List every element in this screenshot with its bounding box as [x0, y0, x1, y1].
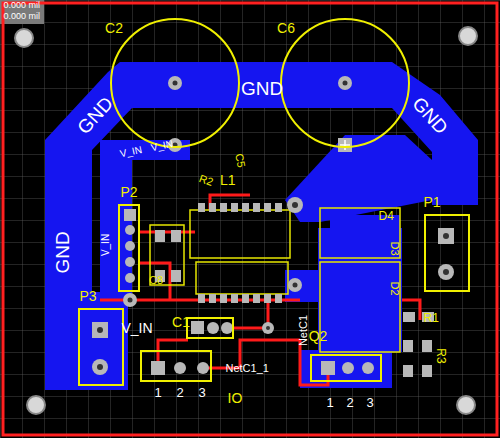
- part-name: D3: [389, 241, 400, 255]
- part-name: P2: [120, 185, 137, 199]
- part-name: R1: [424, 312, 439, 324]
- coordinate: 0.000 mil: [4, 12, 41, 21]
- connector-outline: P1: [424, 214, 470, 292]
- copper-pour: [285, 270, 321, 302]
- part-name: L1: [220, 173, 236, 187]
- capacitor-outline: C1: [186, 317, 234, 339]
- part-name: P1: [423, 195, 440, 209]
- component-outline: [150, 225, 184, 285]
- capacitor-outline: C6: [280, 18, 410, 148]
- board-outline: [3, 3, 497, 435]
- outline-shape: [280, 18, 410, 148]
- copper-pour: [285, 135, 432, 222]
- diode-outline: [320, 208, 400, 258]
- pin-number: 3: [367, 396, 374, 409]
- capacitor-outline: C2: [110, 18, 240, 148]
- part-name: P3: [79, 289, 96, 303]
- part-name: C5: [233, 152, 246, 168]
- trace: [138, 263, 170, 300]
- header-outline: IO: [140, 350, 212, 382]
- net-name: V_IN: [101, 234, 111, 256]
- gnd-pour: [45, 62, 478, 390]
- pin-number: 3: [199, 386, 206, 399]
- net-name: GND: [241, 79, 283, 98]
- ic-pads: [155, 203, 282, 303]
- part-name: IO: [228, 391, 243, 405]
- pin-number: 1: [155, 386, 162, 399]
- inductor-outline: [190, 210, 290, 258]
- trace: [138, 231, 195, 234]
- part-name: R3: [434, 348, 446, 363]
- part-name: C6: [277, 21, 295, 35]
- net-name: GND: [53, 231, 72, 273]
- transistor-outline: Q2: [310, 354, 382, 382]
- part-name: D2: [389, 281, 400, 295]
- copper-pour: [300, 350, 392, 388]
- coordinate: 0.000 mil: [4, 1, 41, 10]
- ic-outline: [196, 262, 288, 294]
- pads: [92, 76, 454, 377]
- outline-shape: [110, 18, 240, 148]
- trace: [232, 300, 268, 328]
- header-outline: P2: [118, 204, 140, 292]
- pin-number: 2: [347, 396, 354, 409]
- part-name: C8: [149, 275, 163, 286]
- part-name: C2: [105, 21, 123, 35]
- pin-number: 2: [177, 386, 184, 399]
- net-name: NetC1: [298, 314, 309, 345]
- part-name: D4: [379, 210, 394, 222]
- vin-pour: [100, 140, 190, 296]
- part-name: C1: [172, 315, 190, 329]
- traces: [100, 195, 420, 385]
- net-name: V_IN: [122, 321, 153, 335]
- pin-number: 1: [327, 396, 334, 409]
- component-outline: [320, 262, 400, 352]
- net-name: NetC1_1: [226, 363, 269, 374]
- mounting-holes: [15, 27, 477, 414]
- silkscreen: [150, 208, 400, 352]
- part-name: Q2: [309, 329, 328, 343]
- connector-outline: P3: [78, 308, 124, 386]
- coordinate-box: [0, 0, 44, 24]
